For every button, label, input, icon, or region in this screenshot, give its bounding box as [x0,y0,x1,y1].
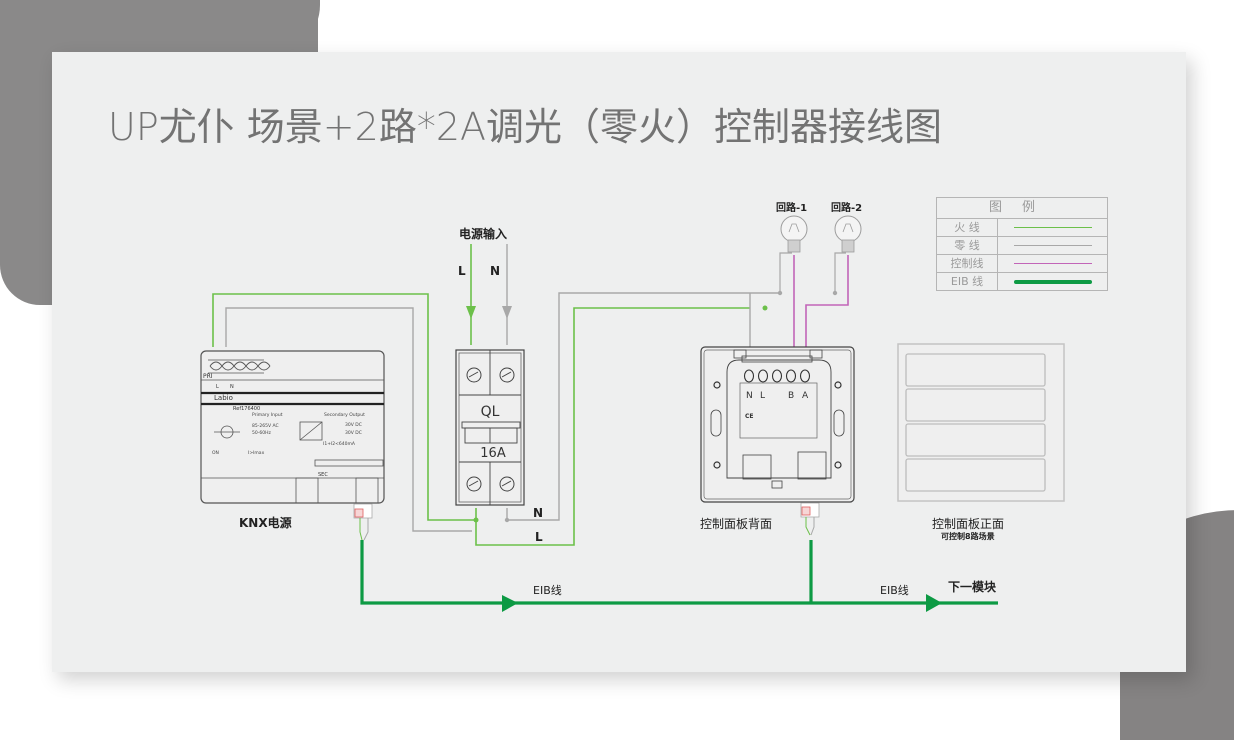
psu-secondary-title: Secondary Output [324,412,365,418]
eib-label-1: EIB线 [533,584,562,597]
psu-secondary-out2: 30V DC [345,430,362,436]
arrow-eib-right-icon [502,595,518,612]
legend-label: EIB 线 [937,273,998,290]
arrow-eib-right-icon [926,594,942,612]
scene-button [905,353,1046,387]
power-input-neutral-label: N [490,264,501,278]
psu-primary-voltage: 85-265V AC [252,423,279,429]
wire-neutral-lamp2 [834,252,846,293]
panel-back-caption: 控制面板背面 [700,517,773,531]
breaker-out-live-label: L [535,530,543,544]
psu-primary-title: Primary Input [252,412,283,418]
legend-row-neutral: 零 线 [937,237,1107,255]
lamp-1-icon [780,215,808,253]
lamp-2-label: 回路-2 [831,203,863,214]
wire-neutral-output [506,292,778,521]
knx-psu-caption: KNX电源 [239,516,292,530]
psu-led-on: ON [212,450,219,456]
wire-live-output [475,307,750,546]
arrow-live-down-icon [466,306,476,319]
scene-button [905,458,1046,492]
arrow-neutral-down-icon [502,306,512,319]
junction-dot [832,290,838,296]
legend-swatch-neutral [1013,244,1092,247]
panel-terminal-l: L [760,391,765,401]
power-input-live-label: L [458,264,466,278]
breaker-rating: 16A [480,446,506,461]
scene-button [905,423,1046,457]
panel-front-caption: 控制面板正面 [932,517,1005,531]
junction-dot [504,517,510,523]
junction-dot [473,517,479,523]
panel-terminal-b: B [788,391,794,401]
psu-terminal-l: L [216,384,219,390]
junction-dot [762,305,768,311]
wire-control-2 [805,255,849,358]
eib-label-2: EIB线 [880,584,909,597]
page-title: UP尤仆 场景+2路*2A调光（零火）控制器接线图 [108,105,942,149]
breaker-name: QL [481,404,500,420]
lamp-1-label: 回路-1 [776,203,808,214]
psu-current-limit: I1+I2<640mA [323,441,356,447]
power-input-label: 电源输入 [459,227,508,241]
legend-row-control: 控制线 [937,255,1107,273]
legend-title: 图例 [937,198,1107,219]
lamp-2-icon [834,215,862,253]
next-module-label: 下一模块 [948,580,997,594]
legend-row-eib: EIB 线 [937,273,1107,290]
psu-brand: Labio [214,394,233,402]
psu-sec-label: SEC [318,472,328,478]
panel-front-subcaption: 可控制8路场景 [941,532,995,541]
psu-terminal-n: N [230,384,234,390]
legend-row-live: 火 线 [937,219,1107,237]
panel-ce-mark: CE [745,413,754,420]
scene-button [905,388,1046,422]
psu-led-overload: I>Imax [248,450,265,456]
legend-swatch-control [1013,262,1092,265]
circuit-breaker: QL 16A [455,349,525,506]
junction-dot [777,290,783,296]
wire-eib-bus [360,540,998,605]
knx-power-supply: PRI L N Labio Ref176400 Primary Input 85… [200,350,385,541]
legend-swatch-live [1013,226,1092,229]
legend-table: 图例 火 线 零 线 控制线 EIB 线 [936,197,1108,291]
legend-label: 零 线 [937,237,998,254]
panel-terminal-n: N [746,391,753,401]
panel-back-device: N L B A CE [700,346,855,536]
legend-label: 控制线 [937,255,998,272]
psu-secondary-out1: 30V DC [345,422,362,428]
wire-neutral-psu [225,307,472,532]
legend-label: 火 线 [937,219,998,236]
wire-neutral-lamp1 [779,252,792,293]
legend-swatch-eib [1013,279,1092,284]
psu-pri-label: PRI [203,373,213,380]
panel-terminal-a: A [802,391,809,401]
wiring-diagram: PRI L N Labio Ref176400 Primary Input 85… [200,215,1065,612]
psu-primary-freq: 50-60Hz [252,430,271,436]
panel-front-device [897,343,1065,502]
wire-live-psu [212,293,476,521]
breaker-out-neutral-label: N [533,506,544,520]
psu-ref: Ref176400 [233,406,260,412]
